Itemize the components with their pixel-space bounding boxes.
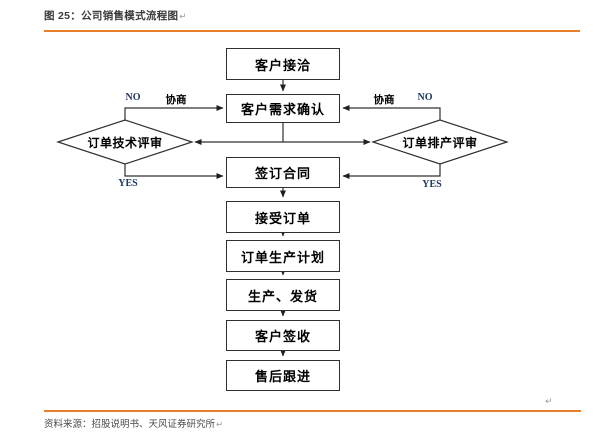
arrow-tech-no-return [124,105,224,120]
flow-box-label: 售后跟进 [254,369,311,384]
source-note: 资料来源：招股说明书、天风证券研究所↵ [44,416,223,430]
edge-label-right-no: NO [417,92,433,103]
flow-box-label: 生产、发货 [247,288,318,304]
figure-title: 图 25：公司销售模式流程图↵ [44,8,187,23]
flow-box-production-plan: 订单生产计划 [226,240,340,272]
flow-box-label: 签订合同 [254,166,311,181]
diamond-label-tech-review: 订单技术评审 [66,132,184,152]
arrow-tech-yes-to-contract [124,164,224,179]
flow-box-label: 订单生产计划 [240,249,325,265]
arrow-scheduling-yes-to-contract [342,164,441,179]
paragraph-mark-icon: ↵ [545,396,553,406]
flow-box-aftersales-followup: 售后跟进 [226,360,340,391]
diamond-order-scheduling-review [371,119,509,165]
flow-box-label: 客户签收 [254,329,311,344]
edge-label-left-no: NO [125,92,141,103]
top-orange-rule [44,30,580,32]
flow-box-customer-contact: 客户接洽 [226,48,340,80]
diamond-label-text: 订单排产评审 [402,135,478,150]
edge-label-right-negotiate: 协商 [373,94,395,106]
paragraph-mark-icon: ↵ [216,419,224,429]
diamond-label-scheduling-review: 订单排产评审 [381,132,499,152]
flow-box-customer-signoff: 客户签收 [226,320,340,351]
edge-label-left-negotiate: 协商 [165,94,187,106]
flow-box-produce-ship: 生产、发货 [226,279,340,311]
arrow-scheduling-no-return [342,105,441,120]
flow-box-label: 接受订单 [254,210,311,226]
diamond-order-tech-review [56,119,194,165]
diamond-label-text: 订单技术评审 [87,135,163,150]
source-note-text: 资料来源：招股说明书、天风证券研究所 [44,419,216,430]
figure-title-text: 图 25：公司销售模式流程图 [44,10,179,22]
flow-box-label: 客户需求确认 [240,102,325,117]
flow-box-sign-contract: 签订合同 [226,157,340,188]
flow-box-demand-confirm: 客户需求确认 [226,94,340,123]
edge-label-right-yes: YES [422,179,442,190]
flow-box-accept-order: 接受订单 [226,201,340,233]
paragraph-mark-icon: ↵ [179,11,187,21]
edge-label-left-yes: YES [118,178,138,189]
bottom-orange-rule [44,410,581,412]
flow-box-label: 客户接洽 [254,57,311,73]
